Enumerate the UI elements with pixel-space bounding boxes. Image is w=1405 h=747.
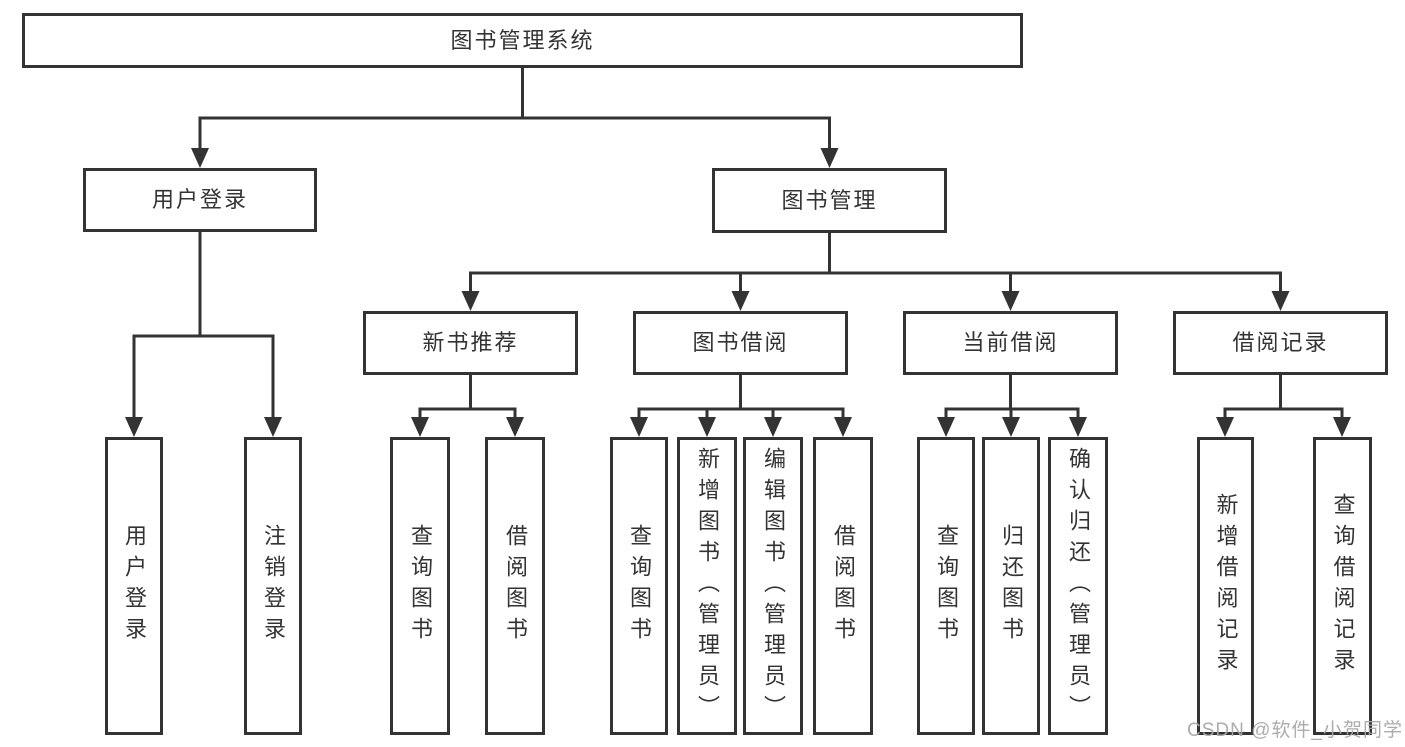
connector-borrowing-split: [637, 375, 845, 420]
leaf-records-query-record: 查询借阅记录: [1313, 437, 1372, 735]
leaf-logout: 注销登录: [244, 437, 302, 735]
node-current-borrowing-label: 当前借阅: [962, 330, 1059, 355]
node-root-label: 图书管理系统: [450, 27, 595, 53]
node-book-borrowing-label: 图书借阅: [692, 330, 789, 355]
leaf-user-login: 用户登录: [105, 437, 163, 735]
leaf-records-add-record: 新增借阅记录: [1197, 437, 1254, 735]
leaf-borrowing-edit-books-admin: 编辑图书（管理员）: [743, 437, 803, 735]
node-book-borrowing: 图书借阅: [633, 311, 848, 375]
connector-login-split: [132, 232, 275, 420]
node-borrow-records: 借阅记录: [1173, 311, 1388, 375]
leaf-borrowing-query-books: 查询图书: [610, 437, 668, 735]
node-new-book-recommend-label: 新书推荐: [422, 330, 519, 355]
node-user-login-group: 用户登录: [83, 168, 317, 232]
node-current-borrowing: 当前借阅: [903, 311, 1118, 375]
connector-root-to-level2: [198, 68, 831, 150]
leaf-borrowing-add-books-admin: 新增图书（管理员）: [677, 437, 737, 735]
node-book-management-label: 图书管理: [781, 187, 878, 213]
node-borrow-records-label: 借阅记录: [1232, 330, 1329, 355]
leaf-current-return-books: 归还图书: [982, 437, 1040, 735]
connector-current-split: [944, 375, 1080, 420]
leaf-borrowing-borrow-books: 借阅图书: [813, 437, 873, 735]
node-new-book-recommend: 新书推荐: [363, 311, 578, 375]
arrowheads: [125, 148, 1351, 437]
connector-management-split: [469, 233, 1282, 293]
connector-records-split: [1223, 375, 1344, 420]
leaf-newbooks-borrow-books: 借阅图书: [485, 437, 545, 735]
node-user-login-group-label: 用户登录: [151, 187, 248, 212]
node-root: 图书管理系统: [22, 13, 1023, 68]
leaf-newbooks-query-books: 查询图书: [390, 437, 450, 735]
connector-newbooks-split: [418, 375, 517, 420]
node-book-management: 图书管理: [712, 168, 947, 233]
leaf-current-confirm-return-admin: 确认归还（管理员）: [1048, 437, 1108, 735]
csdn-watermark: CSDN @软件_小贺同学: [1187, 720, 1403, 741]
leaf-current-query-books: 查询图书: [917, 437, 975, 735]
